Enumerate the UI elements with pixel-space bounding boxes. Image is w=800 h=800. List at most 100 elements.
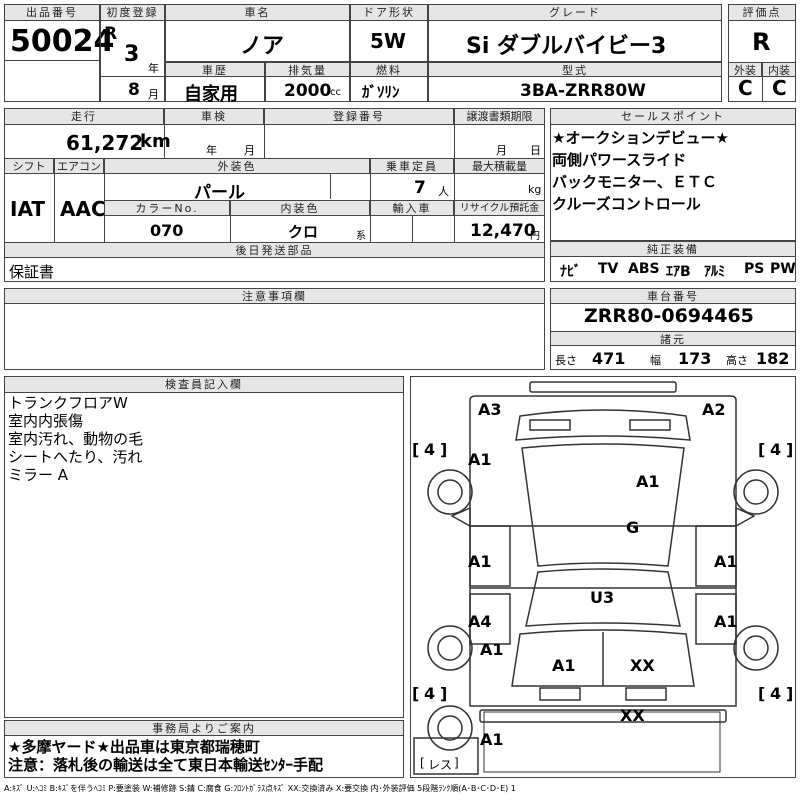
height-label: 高さ	[726, 354, 748, 367]
spare-tire: レス	[428, 758, 453, 772]
ac-label: エアコン	[54, 158, 104, 174]
color-no: 070	[150, 221, 184, 240]
int-label: 内装	[762, 62, 796, 77]
car-name-label: 車名	[165, 4, 350, 21]
displacement-unit: cc	[330, 87, 341, 98]
equipment-item: PS	[744, 261, 765, 277]
first-reg-label: 初度登録	[100, 4, 165, 21]
car-name: ノア	[240, 34, 285, 59]
int-score: C	[772, 76, 787, 100]
max-load-label: 最大積載量	[454, 158, 545, 174]
mark-u3: U3	[590, 588, 615, 607]
capacity-unit: 人	[438, 185, 449, 198]
reg-era: R	[104, 24, 118, 44]
width: 173	[678, 349, 712, 368]
plate-label: 登録番号	[264, 108, 454, 125]
sales-label: セールスポイント	[550, 108, 796, 125]
equipment-item: ﾅﾋﾞ	[560, 264, 581, 280]
ext-label: 外装	[728, 62, 762, 77]
inspector-line: ミラー A	[8, 466, 69, 484]
insp-month-unit: 月	[244, 144, 255, 157]
insp-year-unit: 年	[206, 144, 217, 157]
grade-label: グレード	[428, 4, 722, 21]
sales-line: クルーズコントロール	[552, 195, 701, 213]
spare-bracket-close: ]	[454, 756, 459, 770]
equipment-item: ｴｱB	[666, 264, 691, 280]
later-parts: 保証書	[9, 263, 55, 281]
mileage: 61,272	[66, 131, 144, 155]
fuel-label: 燃料	[350, 62, 428, 77]
mileage-label: 走行	[4, 108, 164, 125]
interior-color-label: 内装色	[230, 200, 370, 216]
car-diagram	[413, 381, 779, 775]
chassis-number: ZRR80-0694465	[584, 305, 754, 327]
reg-month: 8	[128, 80, 140, 100]
shift: IAT	[10, 197, 46, 221]
sales-line: 両側パワースライド	[552, 151, 687, 169]
transfer-label: 譲渡書類期限	[454, 108, 545, 125]
tire-front-left-bracket: [	[412, 684, 420, 703]
year-unit: 年	[148, 62, 159, 75]
color-no-label: カラーNo.	[104, 200, 230, 216]
fuel: ｶﾞｿﾘﾝ	[362, 83, 400, 101]
max-load-unit: kg	[528, 183, 542, 196]
tire-rear-right-bracket: [	[758, 440, 766, 459]
transfer-month-unit: 月	[496, 144, 507, 157]
tire-rear-left-bracket-close: ]	[440, 440, 448, 459]
tire-front-right: 4	[770, 684, 782, 703]
interior-color-unit: 系	[356, 231, 366, 242]
mark-a1-left-low: A1	[480, 640, 504, 659]
interior-color: クロ	[288, 223, 319, 241]
ac: AAC	[60, 197, 106, 221]
tire-front-left: 4	[424, 684, 436, 703]
lot-label: 出品番号	[4, 4, 100, 21]
shift-label: シフト	[4, 158, 54, 174]
displacement-label: 排気量	[265, 62, 350, 77]
length: 471	[592, 349, 626, 368]
chassis-label: 車台番号	[550, 288, 796, 304]
inspector-line: 室内内張傷	[8, 412, 84, 430]
score-label: 評価点	[728, 4, 796, 21]
equipment-item: ｱﾙﾐ	[704, 264, 725, 280]
import-label: 輸入車	[370, 200, 454, 216]
equipment-item: ABS	[628, 261, 660, 277]
inspector-label: 検査員記入欄	[4, 376, 404, 393]
exterior-color: パール	[194, 183, 245, 203]
office-label: 事務局よりご案内	[4, 720, 404, 736]
tire-front-right-bracket: [	[758, 684, 766, 703]
length-label: 長さ	[555, 354, 577, 367]
mark-a3: A3	[478, 400, 502, 419]
reg-year: 3	[124, 42, 140, 67]
spec-label: 諸元	[550, 331, 796, 346]
mark-a1-roof: A1	[636, 472, 660, 491]
transfer-day-unit: 日	[530, 144, 541, 157]
office-line: ★多摩ヤード★出品車は東京都瑞穂町	[8, 738, 260, 756]
inspector-line: トランクフロアW	[8, 394, 128, 412]
mark-a1-left-top: A1	[468, 450, 492, 469]
sales-line: ★オークションデビュー★	[552, 129, 729, 147]
recycle-unit: 円	[530, 231, 540, 242]
mark-a1-right-mid: A1	[714, 552, 738, 571]
tire-front-right-bracket-close: ]	[786, 684, 794, 703]
model: 3BA-ZRR80W	[520, 81, 646, 101]
width-label: 幅	[650, 354, 661, 367]
tire-front-left-bracket-close: ]	[440, 684, 448, 703]
month-unit: 月	[148, 88, 159, 101]
inspection-label: 車検	[164, 108, 264, 125]
ext-score: C	[738, 76, 753, 100]
displacement: 2000	[284, 81, 332, 101]
recycle: 12,470	[470, 221, 536, 241]
history-label: 車歴	[165, 62, 265, 77]
capacity: 7	[414, 178, 426, 198]
mark-a4: A4	[468, 612, 492, 631]
door-type: 5W	[370, 29, 406, 53]
door-label: ドア形状	[350, 4, 428, 21]
equipment-item: TV	[598, 261, 619, 277]
height: 182	[756, 349, 790, 368]
mark-a1-right-low: A1	[714, 612, 738, 631]
office-line: 注意：落札後の輸送は全て東日本輸送ｾﾝﾀｰ手配	[8, 756, 324, 774]
grade: Si ダブルバイビー3	[466, 34, 667, 59]
inspector-line: 室内汚れ、動物の毛	[8, 430, 144, 448]
mark-xx-front: XX	[620, 706, 645, 725]
mark-a1-bottom: A1	[480, 730, 504, 749]
